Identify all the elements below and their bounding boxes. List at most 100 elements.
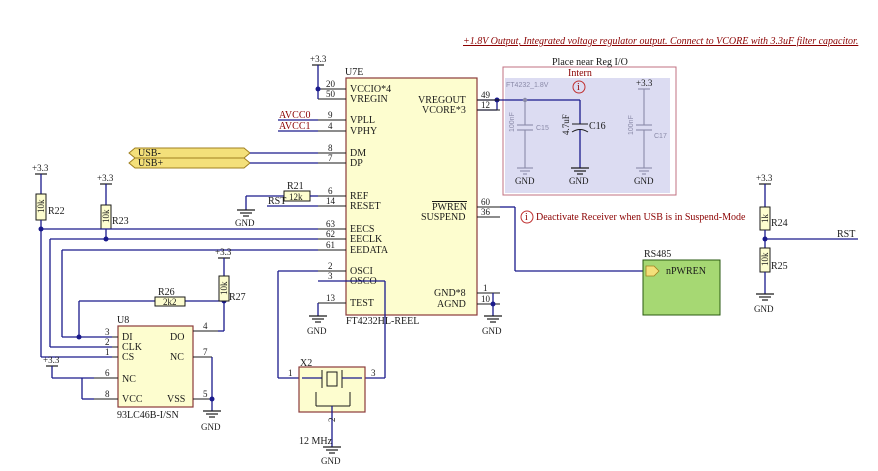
suspend-note: i Deactivate Receiver when USB is in Sus… xyxy=(520,210,746,224)
svg-text:12 MHz: 12 MHz xyxy=(299,436,333,447)
svg-text:GND: GND xyxy=(482,326,502,336)
svg-text:RESET: RESET xyxy=(350,201,381,212)
c17-ref: C17 xyxy=(654,133,667,140)
svg-text:OSCI: OSCI xyxy=(350,266,373,277)
c17-power-label: +3.3 xyxy=(636,78,653,88)
svg-text:6: 6 xyxy=(328,186,333,196)
svg-text:R23: R23 xyxy=(112,216,129,227)
note-box-title: Place near Reg I/O xyxy=(552,57,628,68)
svg-text:EECLK: EECLK xyxy=(350,234,383,245)
svg-text:+3.3: +3.3 xyxy=(32,163,49,173)
svg-text:5: 5 xyxy=(203,389,208,399)
svg-text:EECS: EECS xyxy=(350,224,374,235)
svg-text:49: 49 xyxy=(481,90,491,100)
svg-text:NC: NC xyxy=(170,352,184,363)
u8-chip-body[interactable] xyxy=(117,325,194,408)
svg-text:EEDATA: EEDATA xyxy=(350,245,389,256)
svg-text:VCC: VCC xyxy=(122,394,143,405)
u8-part: 93LC46B-I/SN xyxy=(117,410,179,421)
svg-text:GND: GND xyxy=(321,456,341,466)
avcc0-label: AVCC0 xyxy=(279,110,311,121)
svg-text:2: 2 xyxy=(327,418,337,423)
svg-text:4: 4 xyxy=(203,321,208,331)
svg-text:60: 60 xyxy=(481,197,491,207)
capacitor-c15: C15 100nF GND xyxy=(509,100,549,186)
svg-text:10k: 10k xyxy=(101,209,111,223)
svg-text:DI: DI xyxy=(122,332,133,343)
rst-left-label: RST xyxy=(268,196,286,207)
svg-text:R21: R21 xyxy=(287,181,304,192)
svg-text:8: 8 xyxy=(328,143,333,153)
c15-gnd-label: GND xyxy=(515,176,535,186)
svg-text:13: 13 xyxy=(326,293,336,303)
u8-pins: 3 DI 2 CLK 1 CS 6 NC 8 VCC 4 DO 7 NC 5 V… xyxy=(94,321,218,405)
svg-text:VCORE*3: VCORE*3 xyxy=(422,105,466,116)
svg-text:63: 63 xyxy=(326,219,336,229)
svg-text:Deactivate Receiver when USB i: Deactivate Receiver when USB is in Suspe… xyxy=(536,212,746,223)
u7-part: FT4232HL-REEL xyxy=(346,316,419,327)
svg-text:3: 3 xyxy=(371,368,376,378)
svg-text:61: 61 xyxy=(326,240,335,250)
svg-text:10k: 10k xyxy=(36,199,46,213)
resistor-r27: +3.3 10k R27 xyxy=(215,247,246,303)
rs485-sheet[interactable]: RS485 nPWREN xyxy=(642,249,721,316)
svg-text:VSS: VSS xyxy=(167,394,185,405)
intern-label: Intern xyxy=(568,68,592,79)
rst-right-label: RST xyxy=(837,229,855,240)
svg-text:TEST: TEST xyxy=(350,298,374,309)
svg-text:+3.3: +3.3 xyxy=(215,247,232,257)
c15-value: 100nF xyxy=(509,112,516,132)
svg-text:USB+: USB+ xyxy=(138,158,163,169)
svg-text:GND: GND xyxy=(235,218,255,228)
svg-text:3: 3 xyxy=(105,327,110,337)
c15-ref: C15 xyxy=(536,125,549,132)
svg-text:R22: R22 xyxy=(48,206,65,217)
svg-text:7: 7 xyxy=(328,153,333,163)
ghost-part-label: FT4232_1.8V xyxy=(506,82,549,89)
svg-text:36: 36 xyxy=(481,207,491,217)
svg-text:VCCIO*4: VCCIO*4 xyxy=(350,84,391,95)
svg-text:VPHY: VPHY xyxy=(350,126,377,137)
crystal-x2: X2 1 3 2 12 MHz GND xyxy=(277,270,386,466)
svg-text:14: 14 xyxy=(326,196,336,206)
svg-text:4: 4 xyxy=(328,121,333,131)
usb-ports: USB- USB+ xyxy=(128,147,318,169)
svg-text:VREGOUT: VREGOUT xyxy=(418,95,466,106)
svg-text:1: 1 xyxy=(105,347,110,357)
svg-text:R25: R25 xyxy=(771,261,788,272)
svg-text:DP: DP xyxy=(350,158,363,169)
svg-text:i: i xyxy=(525,212,528,223)
svg-text:R27: R27 xyxy=(229,292,246,303)
u7-left-pins: 20 VCCIO*4 50 VREGIN 9 VPLL 4 VPHY 8 DM … xyxy=(318,79,391,309)
svg-text:6: 6 xyxy=(105,368,110,378)
u8-power: +3.3 xyxy=(43,355,94,400)
svg-text:1k: 1k xyxy=(760,214,770,224)
svg-text:CS: CS xyxy=(122,352,134,363)
u7-right-pins: 49 VREGOUT 12 VCORE*3 60 PWREN 36 SUSPEN… xyxy=(418,90,500,310)
svg-text:GND: GND xyxy=(201,422,221,432)
capacitor-c17: +3.3 C17 100nF GND xyxy=(628,78,667,186)
rst-divider: +3.3 1k R24 RST 10k R25 GND xyxy=(754,173,858,314)
svg-text:8: 8 xyxy=(105,389,110,399)
resistor-r21: 12k R21 GND xyxy=(235,181,318,228)
svg-text:62: 62 xyxy=(326,229,335,239)
svg-text:GND: GND xyxy=(307,326,327,336)
svg-text:R26: R26 xyxy=(158,287,175,298)
svg-text:+3.3: +3.3 xyxy=(43,355,60,365)
svg-text:SUSPEND: SUSPEND xyxy=(421,212,465,223)
svg-text:2: 2 xyxy=(105,337,110,347)
svg-text:DM: DM xyxy=(350,148,366,159)
u7-ground: GND xyxy=(482,293,502,336)
pwren-net xyxy=(500,206,643,272)
place-near-reg-note: Place near Reg I/O Intern i FT4232_1.8V xyxy=(502,57,677,196)
avcc-nets: AVCC0 AVCC1 xyxy=(278,110,318,132)
resistor-r22: +3.3 10k R22 xyxy=(32,163,65,232)
eeprom-bus-wires xyxy=(40,228,318,358)
svg-text:12k: 12k xyxy=(289,192,303,202)
capacitor-c16: C16 4.7uF GND xyxy=(561,100,606,186)
regulator-annotation: +1.8V Output, Integrated voltage regulat… xyxy=(463,36,858,47)
svg-text:50: 50 xyxy=(326,89,336,99)
svg-text:DO: DO xyxy=(170,332,184,343)
svg-text:20: 20 xyxy=(326,79,336,89)
